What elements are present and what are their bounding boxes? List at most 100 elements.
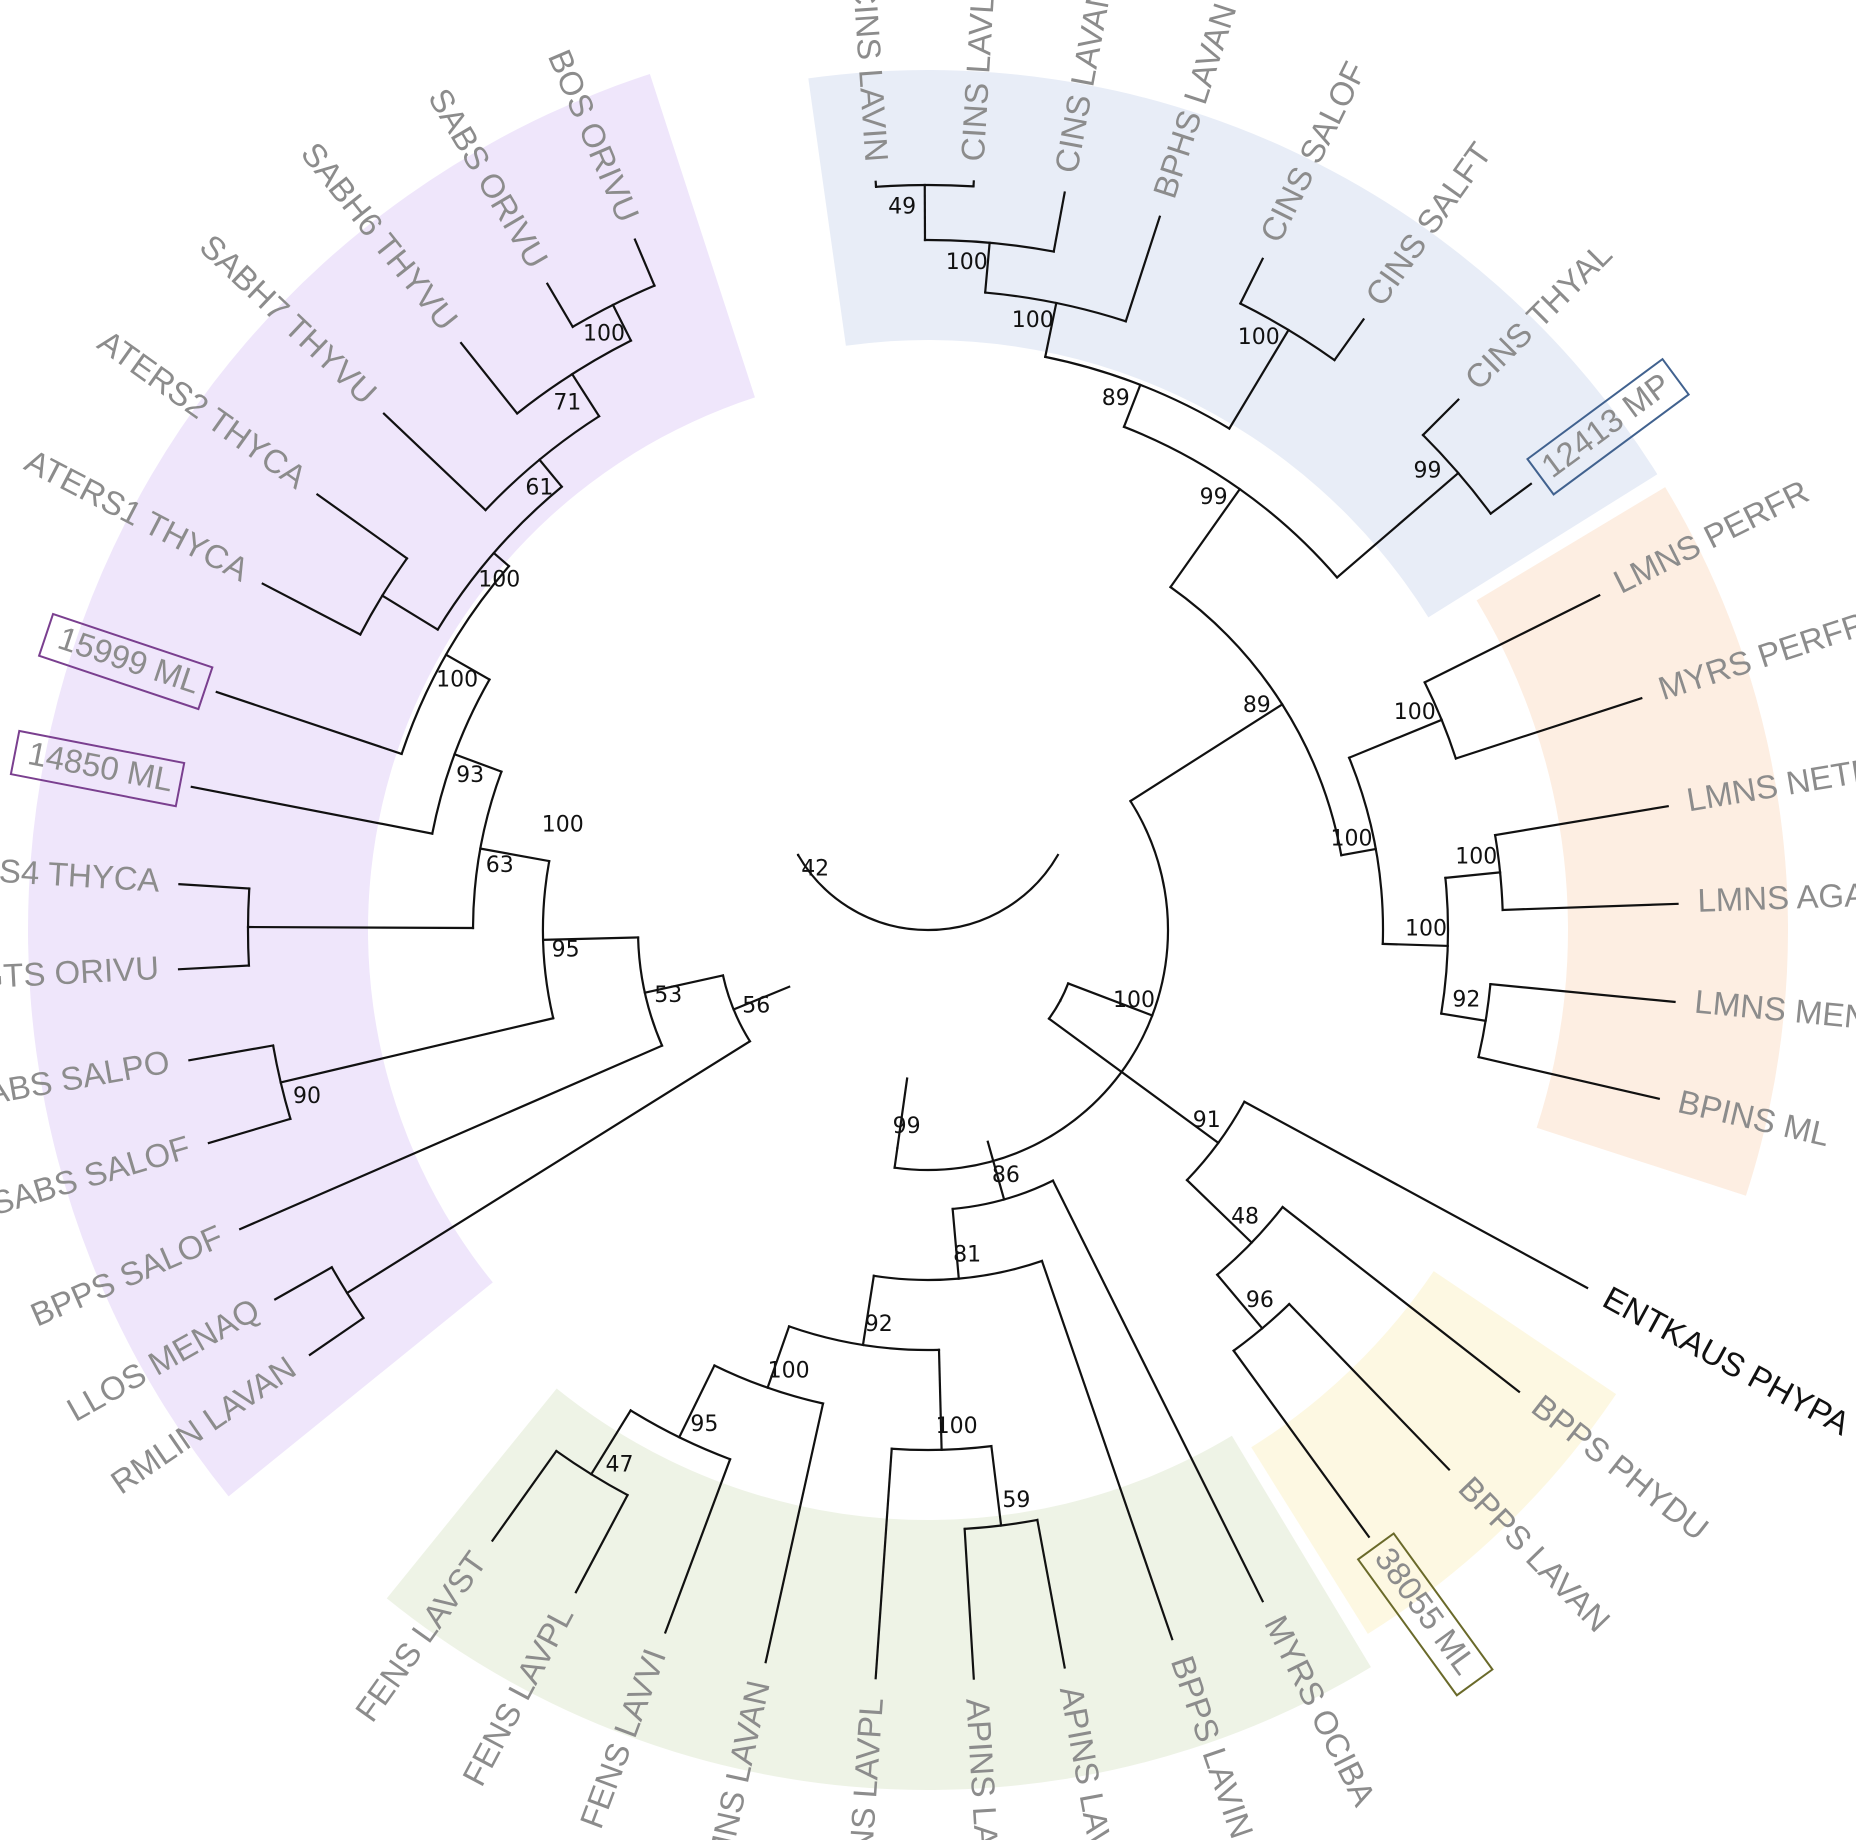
bootstrap-label: 91	[1193, 1108, 1221, 1133]
branch-radial	[1036, 1518, 1066, 1669]
bootstrap-label: 100	[436, 667, 478, 692]
branch-arc	[893, 799, 1170, 1172]
clade-background-peach	[1476, 487, 1788, 1196]
branch-radial	[951, 1207, 960, 1280]
bootstrap-label: 100	[946, 250, 988, 275]
bootstrap-label: 100	[1012, 308, 1054, 333]
bootstrap-label: 100	[1455, 844, 1497, 869]
branch-radial	[986, 1140, 1006, 1201]
branch-radial	[1215, 1273, 1264, 1330]
branch-radial	[315, 492, 409, 560]
branch-radial	[1489, 982, 1676, 1004]
branch-radial	[589, 1408, 633, 1476]
clade-backgrounds	[27, 70, 1788, 1790]
branch-radial	[1242, 1100, 1589, 1290]
leaf-lmns_agaru: LMNS AGARU	[1697, 874, 1856, 919]
branch-radial	[190, 785, 434, 835]
bootstrap-label: 100	[1113, 988, 1155, 1013]
clade-background-green	[386, 1388, 1371, 1790]
leaf-label: LMNS AGARU	[1697, 874, 1856, 919]
branch-radial	[1489, 482, 1533, 516]
branch-radial	[238, 1044, 664, 1231]
branch-radial	[188, 1044, 275, 1062]
bootstrap-label: 53	[654, 983, 682, 1008]
branch-radial	[1047, 1017, 1220, 1145]
bootstrap-label: 49	[888, 194, 916, 219]
bootstrap-label: 100	[1330, 827, 1372, 852]
branch-radial	[1227, 328, 1291, 431]
branch-radial	[983, 241, 991, 294]
branch-radial	[990, 1444, 1003, 1527]
branch-radial	[444, 653, 491, 682]
bootstrap-label: 100	[1405, 917, 1447, 942]
bootstrap-label: 99	[1413, 459, 1441, 484]
branch-radial	[1185, 1178, 1254, 1245]
bootstrap-label: 93	[456, 763, 484, 788]
branch-radial	[453, 752, 503, 774]
branch-radial	[1439, 1012, 1487, 1023]
tree-branches	[177, 180, 1679, 1680]
branch-radial	[1332, 317, 1366, 362]
bootstrap-label: 100	[1394, 700, 1436, 725]
branch-radial	[207, 1117, 292, 1145]
bootstrap-label: 48	[1231, 1204, 1259, 1229]
branch-radial	[633, 238, 656, 288]
root-arc	[796, 853, 1060, 932]
leaf-highlight-box	[1526, 357, 1691, 496]
bootstrap-label: 100	[768, 1359, 810, 1384]
branch-radial	[677, 1363, 716, 1439]
bootstrap-label: 96	[1246, 1288, 1274, 1313]
branch-radial	[963, 1527, 975, 1680]
branch-radial	[1444, 871, 1502, 880]
branch-radial	[177, 964, 251, 971]
bootstrap-label: 92	[865, 1312, 893, 1337]
leaf-label: ENTKAUS PHYPA	[1597, 1279, 1856, 1442]
branch-radial	[479, 847, 551, 863]
branch-radial	[1040, 1259, 1174, 1641]
bootstrap-label: 100	[542, 812, 584, 837]
bootstrap-label: 89	[1243, 693, 1271, 718]
branch-radial	[1232, 1349, 1371, 1539]
branch-radial	[570, 372, 601, 418]
bootstrap-label: 42	[801, 857, 829, 882]
branch-radial	[246, 925, 475, 930]
branch-radial	[1281, 1205, 1521, 1394]
clade-background-purple	[27, 74, 755, 1497]
bootstrap-label: 71	[553, 391, 581, 416]
branch-radial	[1066, 982, 1154, 1017]
branch-radial	[537, 458, 564, 489]
branch-radial	[766, 1324, 791, 1390]
branch-radial	[1421, 398, 1460, 437]
branch-radial	[893, 1146, 899, 1169]
bootstrap-label: 95	[552, 938, 580, 963]
branch-radial	[345, 1039, 752, 1295]
bootstrap-label: 92	[1452, 987, 1480, 1012]
branch-radial	[1051, 1179, 1265, 1603]
branch-radial	[1347, 718, 1444, 760]
branch-radial	[1335, 471, 1460, 580]
branch-radial	[1381, 942, 1449, 948]
branch-radial	[764, 1402, 825, 1664]
branch-arc	[1047, 982, 1070, 1021]
branch-radial	[1238, 257, 1265, 306]
branch-radial	[1501, 902, 1679, 912]
bootstrap-label: 100	[478, 568, 520, 593]
branch-radial	[732, 985, 791, 1011]
branch-radial	[643, 974, 725, 995]
branch-radial	[1122, 383, 1142, 429]
branch-radial	[215, 690, 404, 756]
branch-radial	[308, 1316, 366, 1357]
branch-radial	[490, 1449, 558, 1543]
branch-radial	[1052, 191, 1066, 253]
bootstrap-label: 99	[893, 1114, 921, 1139]
branch-radial	[1168, 487, 1242, 589]
bootstrap-label: 86	[992, 1163, 1020, 1188]
branch-radial	[1493, 804, 1669, 837]
bootstrap-label: 100	[936, 1414, 978, 1439]
bootstrap-label: 63	[486, 853, 514, 878]
bootstrap-label: 100	[1238, 325, 1280, 350]
bootstrap-label: 59	[1002, 1488, 1030, 1513]
branch-radial	[574, 1493, 630, 1594]
